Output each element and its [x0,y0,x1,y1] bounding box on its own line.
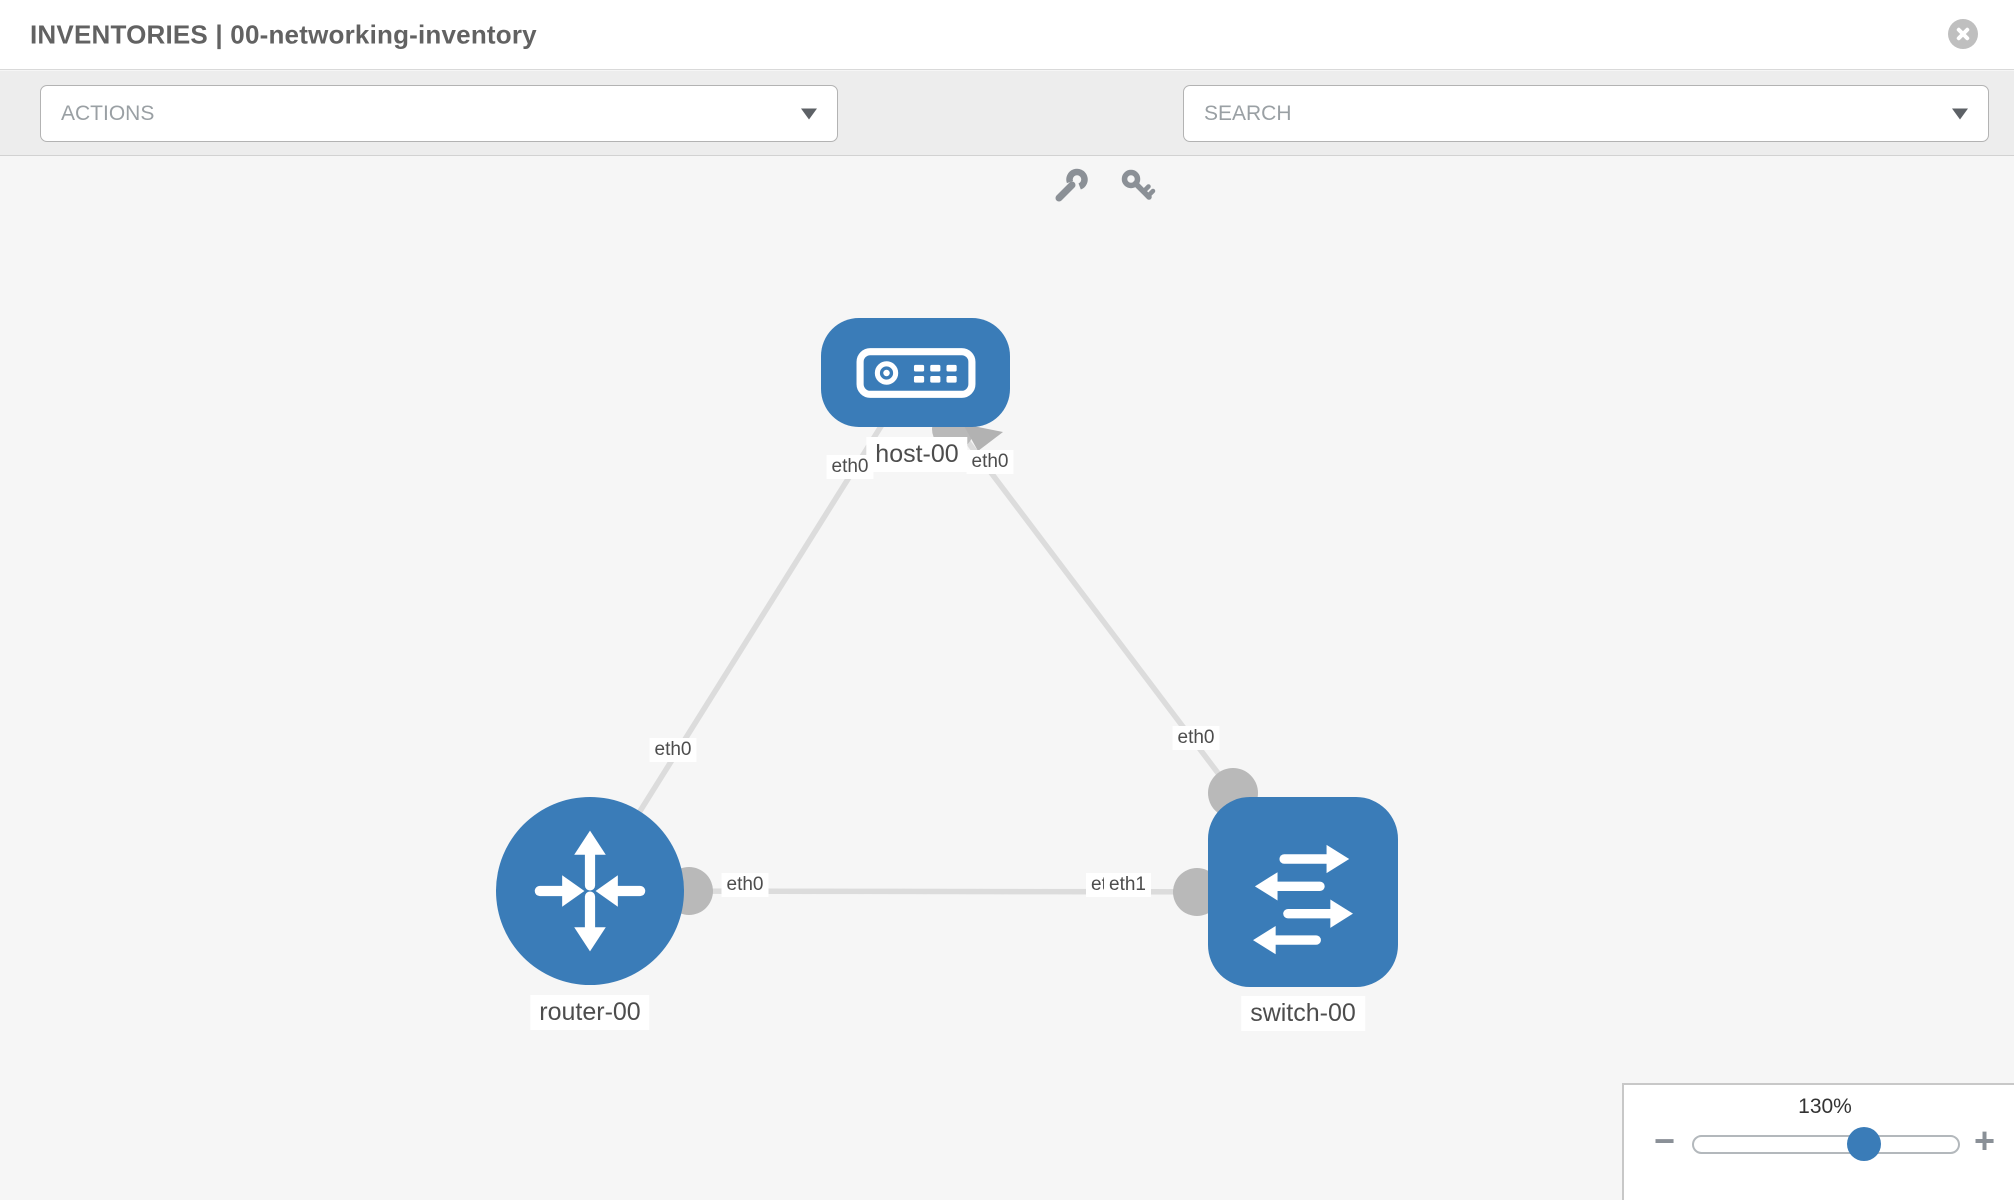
node-label-switch: switch-00 [1241,996,1365,1031]
switch-icon [1253,844,1353,955]
zoom-in-button[interactable]: + [1974,1120,1996,1161]
actions-dropdown-label: ACTIONS [61,101,155,125]
search-placeholder: SEARCH [1204,101,1292,125]
link-arrowhead [963,424,1003,451]
node-switch-00[interactable] [1208,797,1398,987]
page-header: INVENTORIES | 00-networking-inventory [0,0,2014,70]
iface-label: eth0 [1172,726,1220,750]
close-icon[interactable] [1948,19,1978,49]
iface-label: eth0 [826,455,874,479]
wrench-icon[interactable] [1052,167,1090,205]
zoom-slider-track[interactable] [1692,1135,1960,1154]
router-icon [534,830,646,952]
key-icon[interactable] [1118,167,1156,205]
iface-label: eth0 [721,873,769,897]
iface-label: eth0 [966,450,1014,474]
host-icon [856,347,975,398]
zoom-control-panel: 130% − + [1622,1083,2014,1200]
page-title: INVENTORIES | 00-networking-inventory [30,19,537,49]
toolbar: ACTIONS SEARCH [0,71,2014,202]
iface-label: eth0 [649,738,697,762]
node-label-host: host-00 [866,437,968,472]
node-label-router: router-00 [530,995,650,1030]
chevron-down-icon [1952,108,1968,119]
zoom-out-button[interactable]: − [1654,1120,1676,1161]
node-host-00[interactable] [821,318,1010,427]
interface-ports [665,408,1258,916]
topology-canvas[interactable] [0,157,2014,1200]
node-router-00[interactable] [496,797,684,985]
zoom-level-value: 130% [1798,1095,1852,1118]
iface-label: eth1 [1104,873,1151,897]
actions-dropdown[interactable]: ACTIONS [40,85,838,142]
zoom-slider-thumb[interactable] [1847,1127,1881,1161]
search-input[interactable]: SEARCH [1183,85,1989,142]
chevron-down-icon [801,108,817,119]
